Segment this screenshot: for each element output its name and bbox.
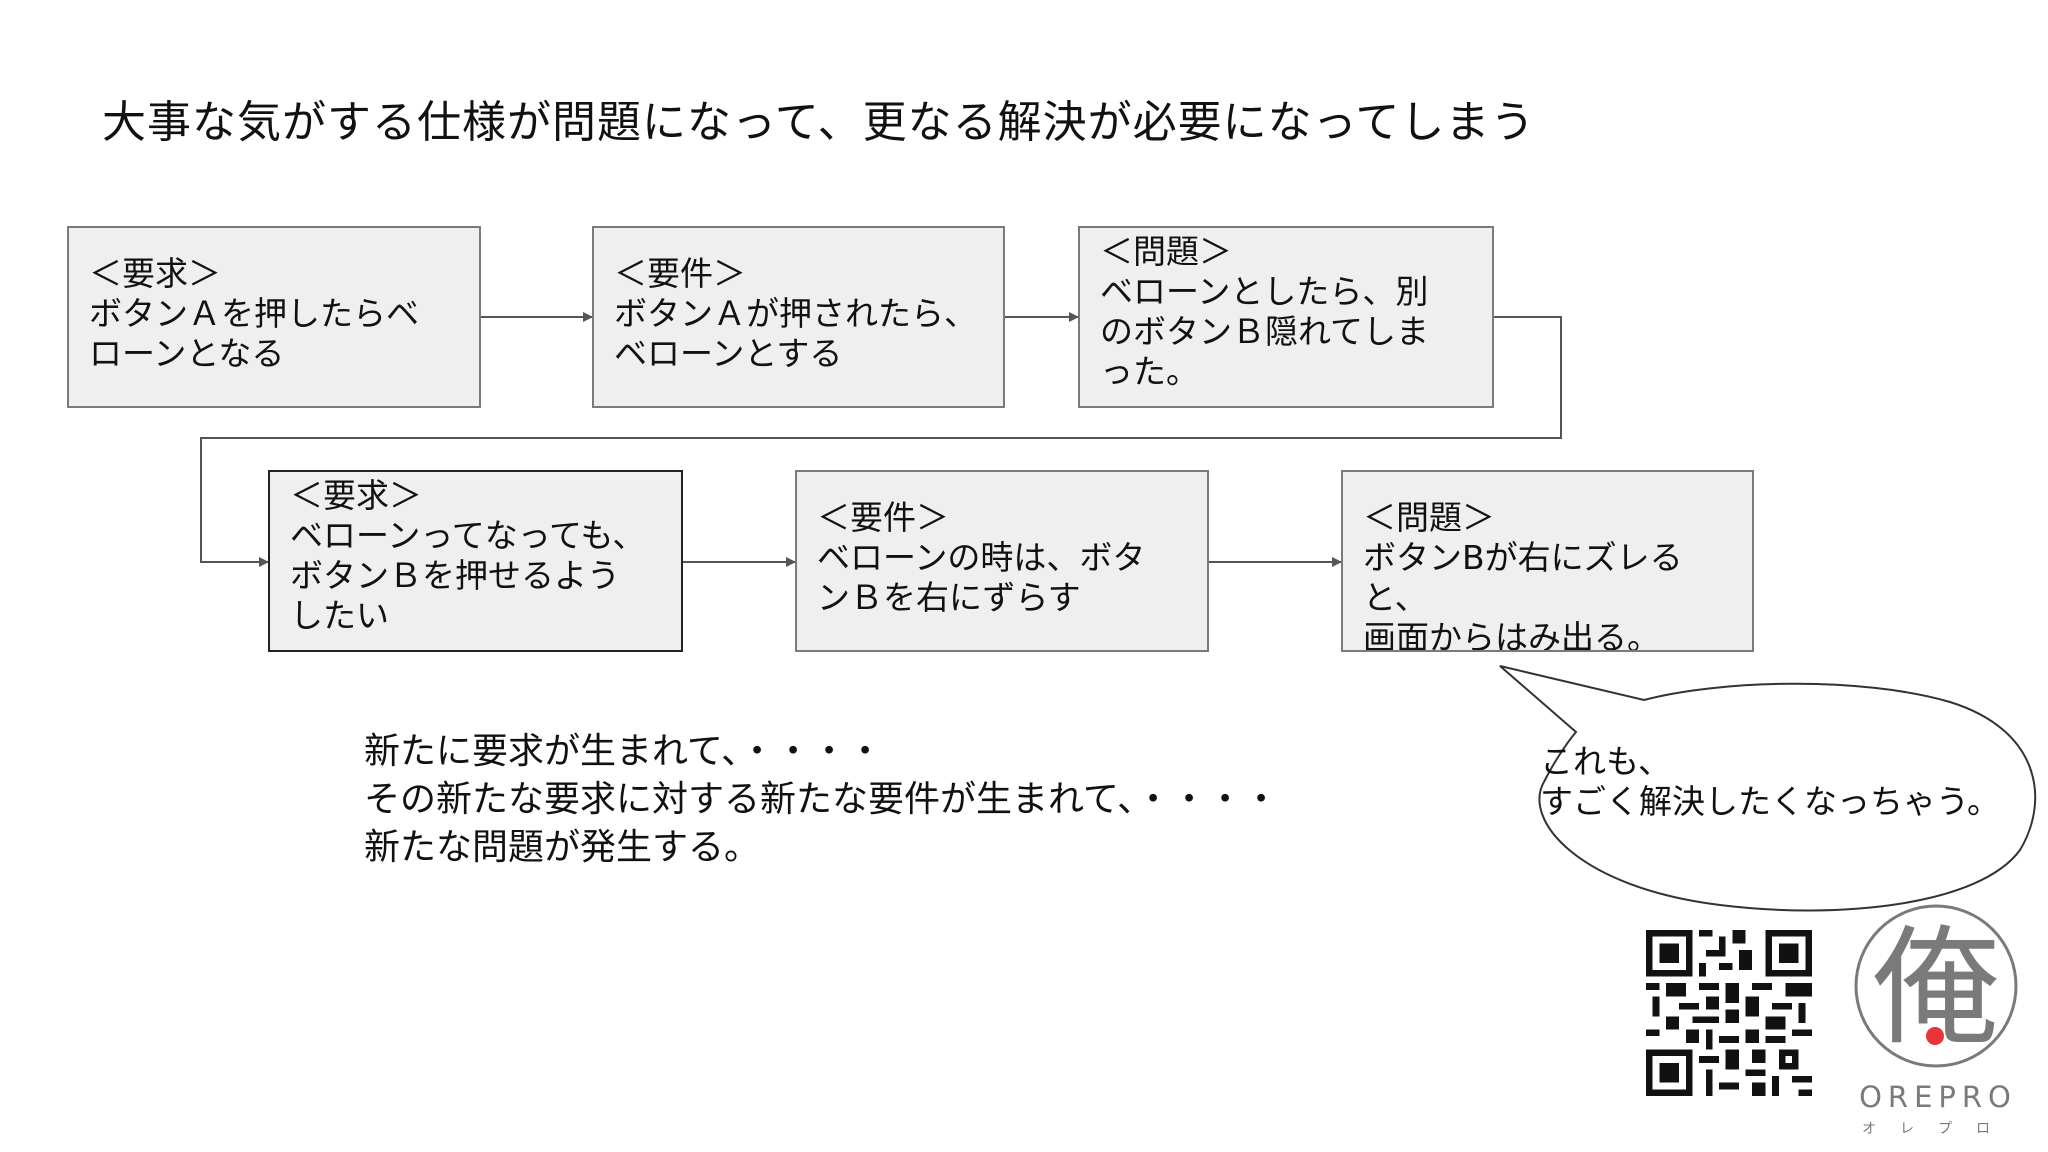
box-heading: ＜問題＞ — [1363, 498, 1495, 537]
footnote-line: 新たに要求が生まれて、・・・・ — [364, 731, 884, 772]
box-heading: ＜要件＞ — [614, 254, 746, 293]
logo-wordmark: OREPRO — [1859, 1080, 2017, 1114]
bubble-line: これも、 — [1540, 742, 1672, 781]
bubble-line: すごく解決したくなっちゃう。 — [1540, 782, 2001, 821]
orepro-logo: 俺 — [1854, 904, 2018, 1068]
logo-kana: オレプロ — [1862, 1121, 2014, 1137]
speech-bubble — [1499, 665, 2037, 912]
box-heading: ＜問題＞ — [1100, 232, 1232, 271]
footnote-text: 新たに要求が生まれて、・・・・ その新たな要求に対する新たな要件が生まれて、・・… — [364, 728, 1279, 872]
requirement-box-1: ＜要求＞ ボタンＡを押したらベ ローンとなる — [67, 226, 481, 408]
requirement-box-2: ＜要求＞ ベローンってなっても、 ボタンＢを押せるよう したい — [268, 470, 683, 652]
arrow-3-4 — [200, 316, 1562, 567]
box-heading: ＜要件＞ — [817, 498, 949, 537]
footnote-line: その新たな要求に対する新たな要件が生まれて、・・・・ — [364, 779, 1280, 820]
logo-circle — [1854, 904, 2018, 1068]
box-text: ベローンとしたら、別 のボタンＢ隠れてしま った。 — [1100, 272, 1430, 391]
speech-bubble-text: これも、 すごく解決したくなっちゃう。 — [1540, 742, 2000, 822]
footnote-line: 新たな問題が発生する。 — [364, 827, 761, 868]
qr-code-icon — [1646, 930, 1812, 1096]
box-text: ボタンＡを押したらベ ローンとなる — [89, 294, 419, 373]
spec-box-2: ＜要件＞ ベローンの時は、ボタ ンＢを右にずらす — [795, 470, 1209, 652]
box-text: ベローンの時は、ボタ ンＢを右にずらす — [817, 538, 1146, 617]
problem-box-2: ＜問題＞ ボタンBが右にズレると、 画面からはみ出る。 — [1341, 470, 1754, 652]
box-text: ボタンＡが押されたら、 ベローンとする — [614, 294, 977, 373]
logo-dot — [1926, 1027, 1944, 1045]
slide-title: 大事な気がする仕様が問題になって、更なる解決が必要になってしまう — [102, 97, 1536, 148]
problem-box-1: ＜問題＞ ベローンとしたら、別 のボタンＢ隠れてしま った。 — [1078, 226, 1494, 408]
spec-box-1: ＜要件＞ ボタンＡが押されたら、 ベローンとする — [592, 226, 1005, 408]
box-heading: ＜要求＞ — [290, 476, 422, 515]
box-text: ボタンBが右にズレると、 画面からはみ出る。 — [1363, 538, 1683, 652]
box-heading: ＜要求＞ — [89, 254, 221, 293]
box-text: ベローンってなっても、 ボタンＢを押せるよう したい — [290, 516, 646, 635]
